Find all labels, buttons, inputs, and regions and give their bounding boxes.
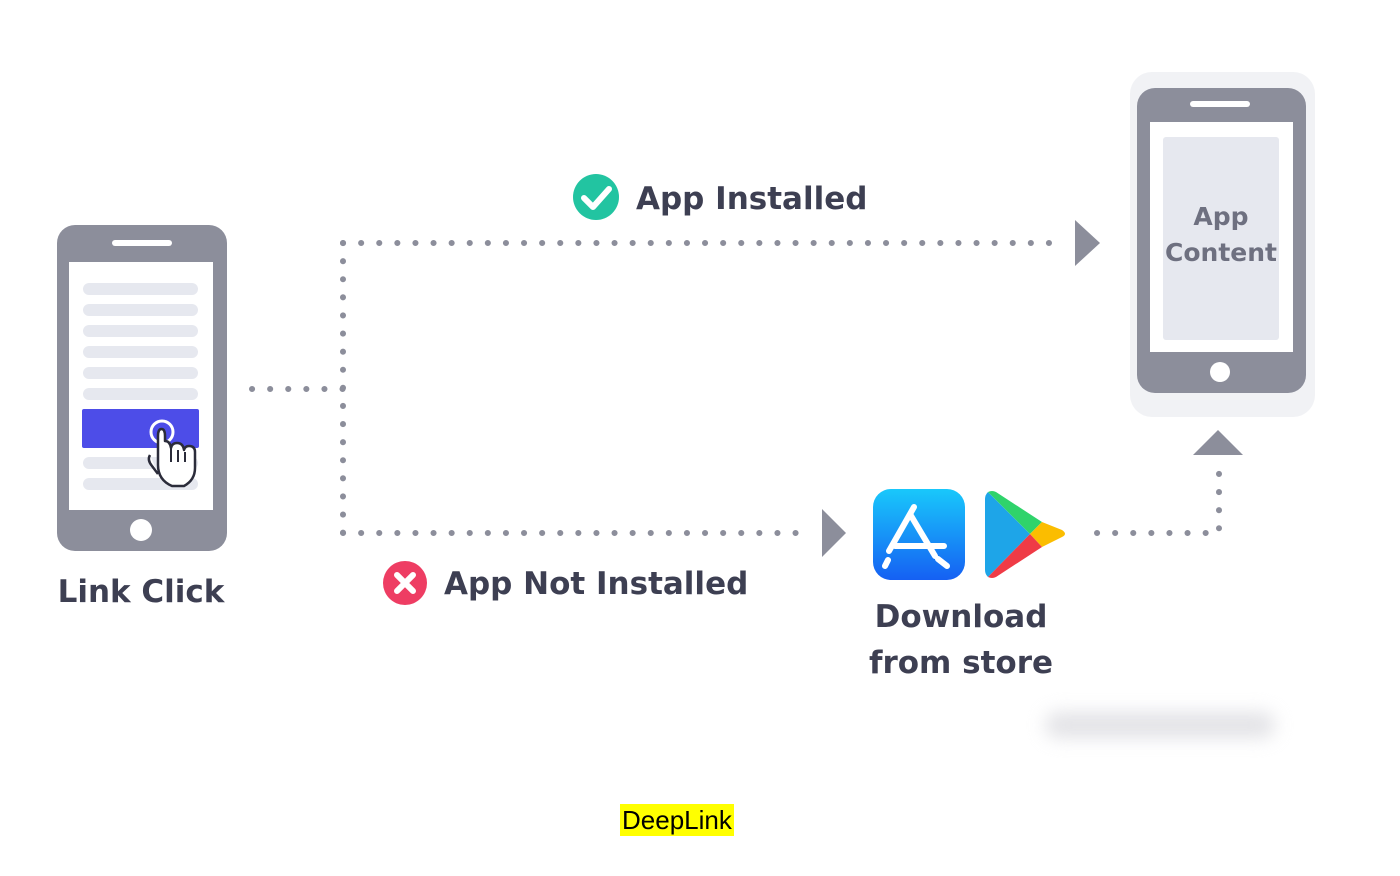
source-phone-label: Link Click [58,574,226,610]
source-phone-home-button [130,519,152,541]
installed-label: App Installed [636,181,867,217]
path-store-to-app [1094,459,1222,536]
blurred-watermark [1045,712,1275,738]
arrow-right-icon-installed [1075,220,1100,266]
x-circle-icon [383,561,427,605]
diagram-caption: DeepLink [620,804,734,836]
arrow-up-icon [1193,430,1243,455]
app-store-icon [873,489,965,580]
hand-cursor-icon [147,419,197,488]
google-play-icon [985,491,1065,578]
store-label-line-1: Download [875,599,1048,635]
target-phone-home-button [1210,362,1230,382]
check-circle-icon [573,174,619,220]
source-phone [57,225,227,551]
target-phone-speaker [1190,101,1250,107]
target-phone-content-panel [1163,137,1279,340]
source-phone-link-button[interactable] [82,409,199,448]
arrow-right-icon-not-installed [822,509,846,557]
target-phone-screen-text-2: Content [1165,238,1277,267]
target-phone-screen-text-1: App [1193,202,1248,231]
store-label-line-2: from store [869,645,1053,681]
not-installed-label: App Not Installed [444,566,748,602]
source-phone-content-lines [83,283,198,490]
target-phone [1130,72,1315,417]
source-phone-speaker [112,240,172,246]
